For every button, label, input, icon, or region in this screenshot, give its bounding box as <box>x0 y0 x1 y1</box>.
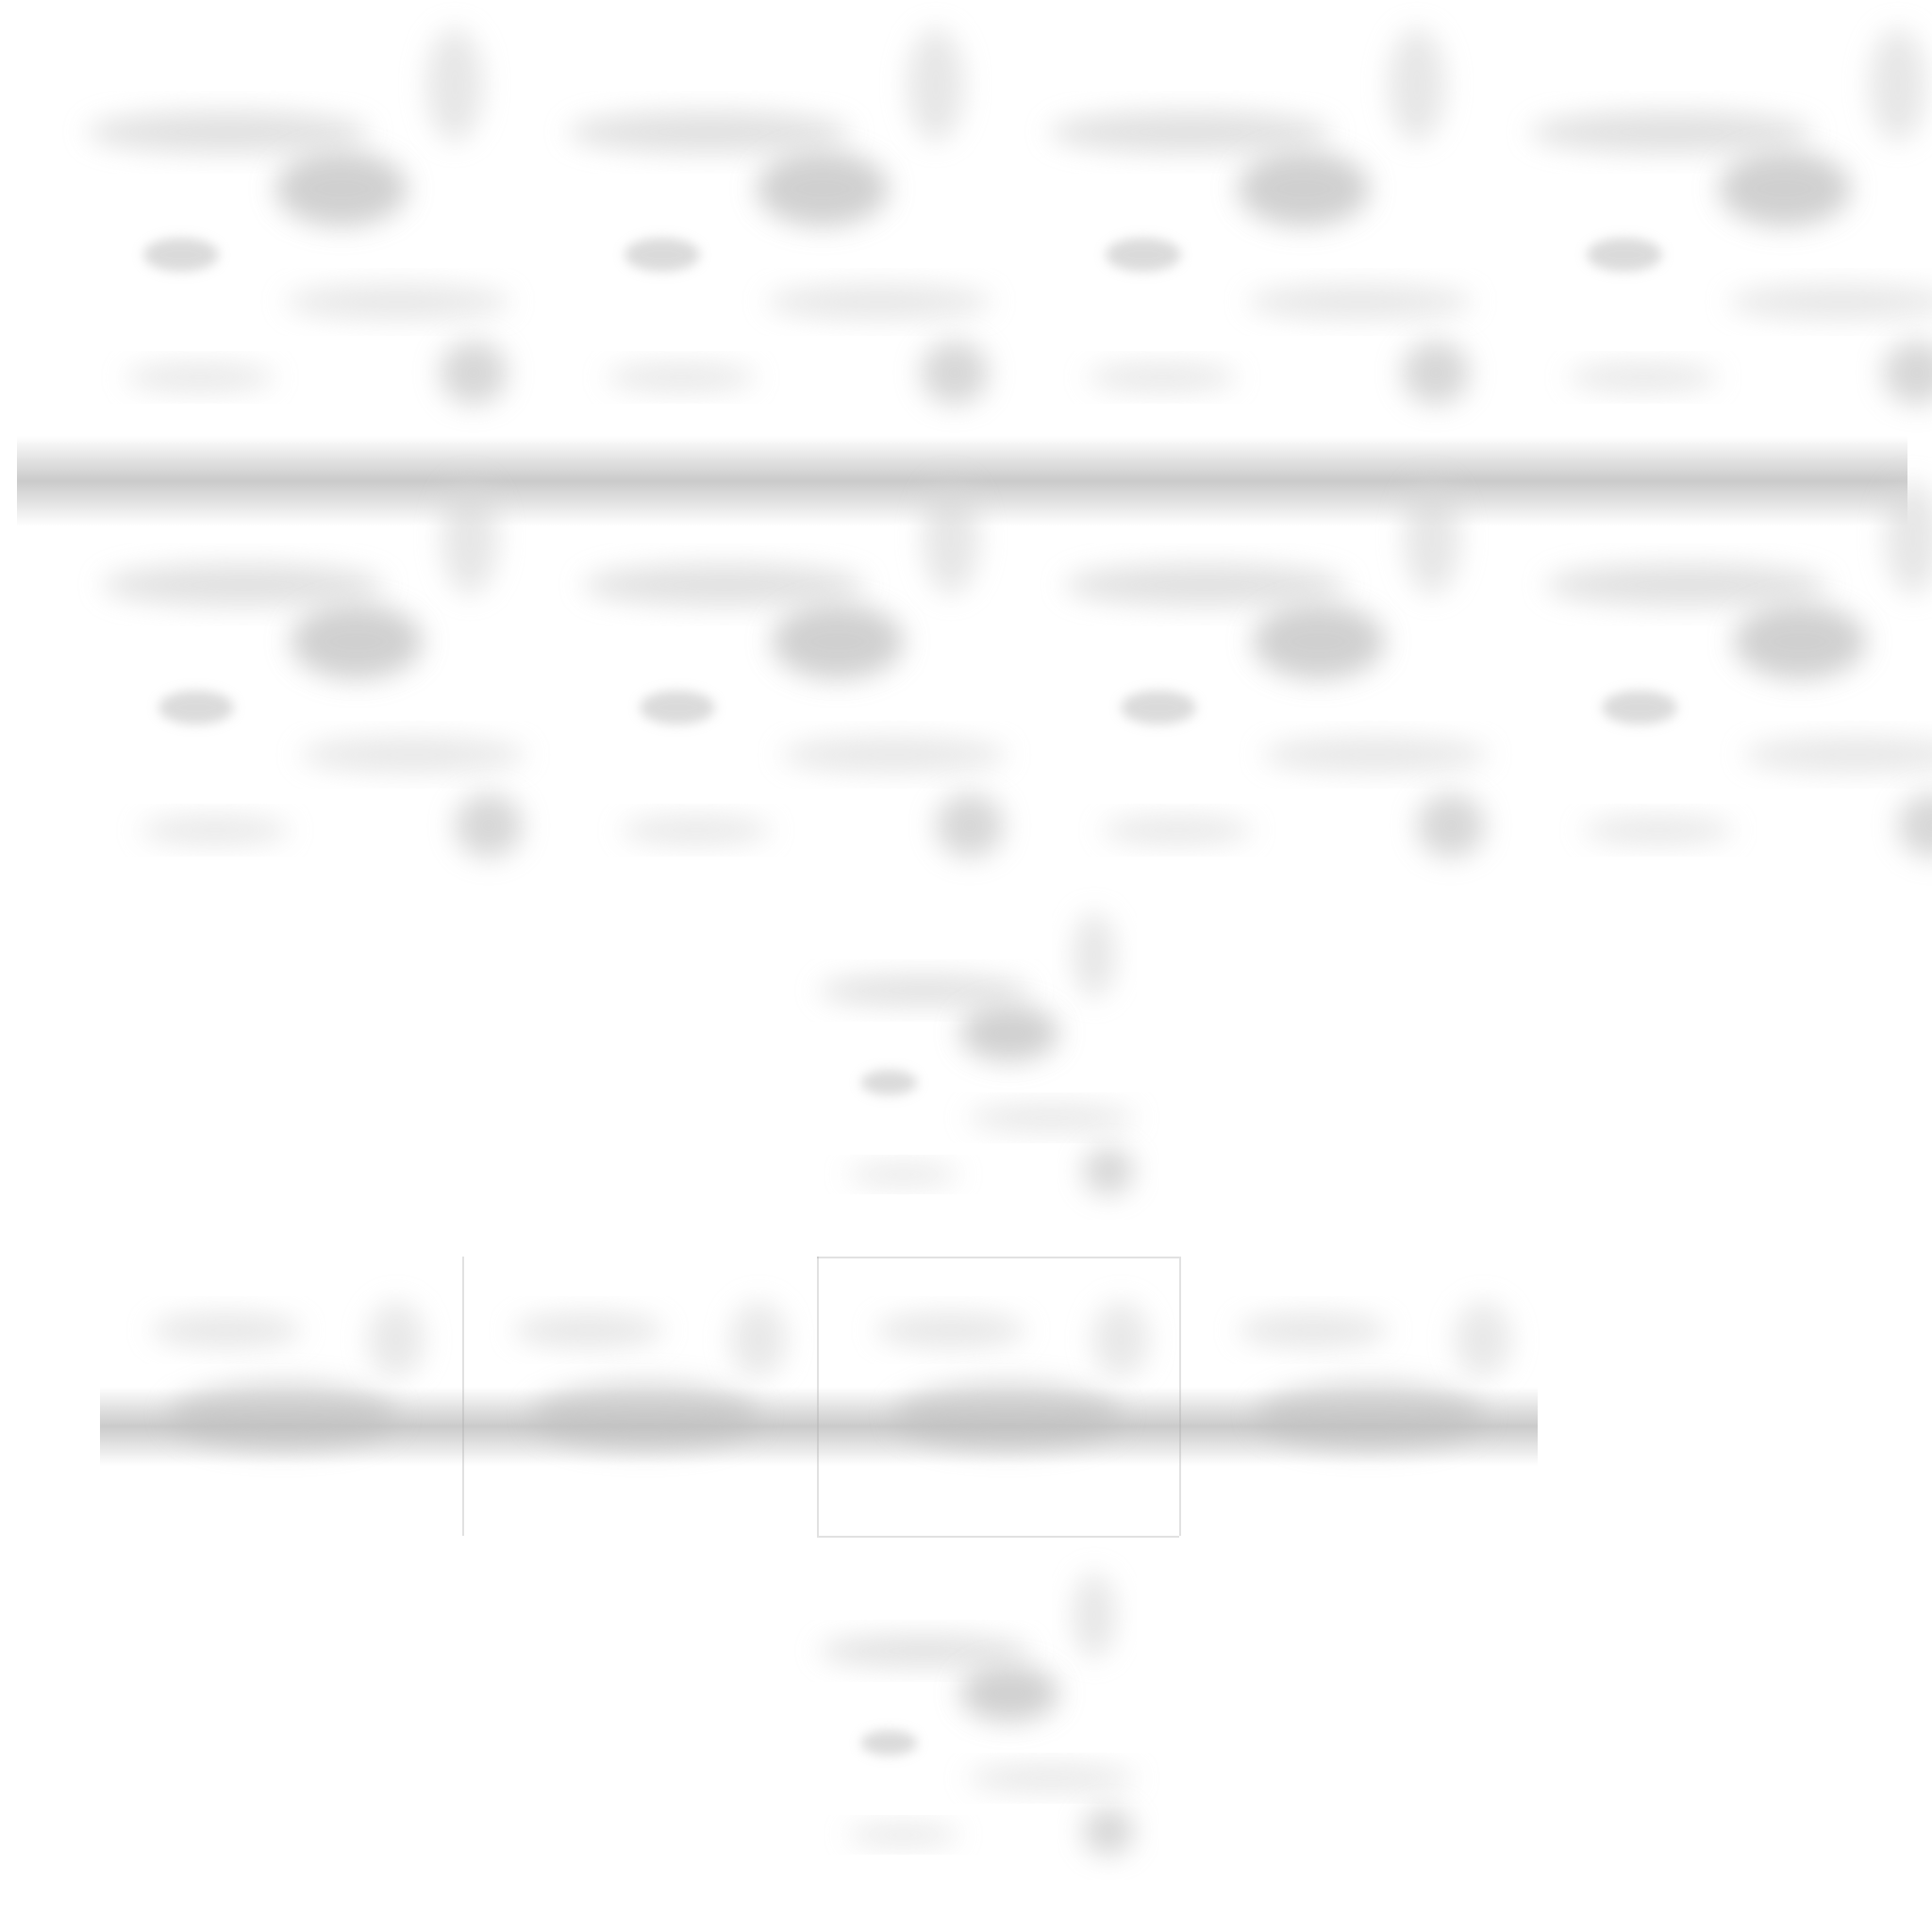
top-strip-right-edge <box>1898 209 1932 368</box>
cloud-blob <box>1898 793 1932 858</box>
cross-seam-left <box>462 1257 464 1536</box>
cross-seam-center-right <box>1179 1257 1181 1536</box>
cross-seam-center-left <box>817 1257 819 1536</box>
top-cloud-strip <box>40 23 1898 402</box>
cross-seam-top <box>817 1257 1179 1258</box>
cross-seam-bottom <box>817 1536 1179 1538</box>
cross-cloud-band <box>100 1387 1538 1466</box>
middle-cloud-band <box>17 436 1907 526</box>
